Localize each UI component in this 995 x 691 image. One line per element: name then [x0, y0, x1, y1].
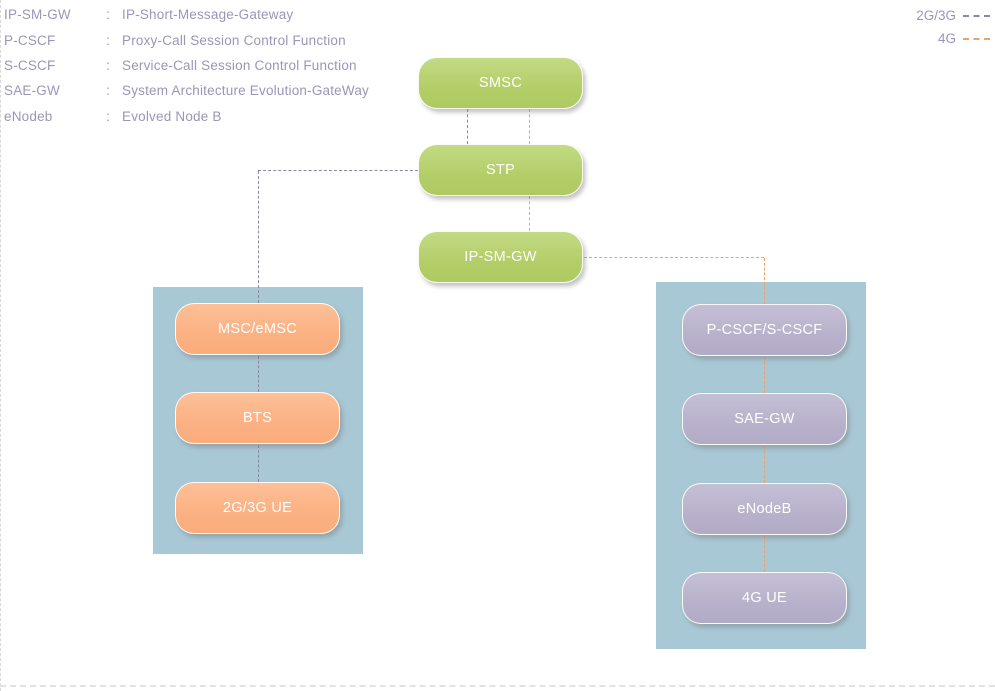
connector-stp-msc-horizontal	[258, 170, 418, 171]
legend-row: IP-SM-GW : IP-Short-Message-Gateway	[4, 2, 369, 27]
legend-separator: :	[106, 57, 110, 73]
legend-definition: Evolved Node B	[122, 108, 222, 124]
connector-cscf-saegw	[764, 357, 765, 393]
connector-bts-2g3gue	[258, 445, 259, 482]
line-legend-label: 2G/3G	[916, 8, 956, 23]
connector-smsc-stp-2g3g	[467, 109, 468, 144]
node-label: SMSC	[478, 75, 523, 91]
node-smsc: SMSC	[418, 57, 583, 109]
legend-separator: :	[106, 32, 110, 48]
node-2g3g-ue: 2G/3G UE	[175, 482, 340, 534]
legend-separator: :	[106, 7, 110, 23]
node-msc-emsc: MSC/eMSC	[175, 303, 340, 355]
node-pcscf-scscf: P-CSCF/S-CSCF	[682, 304, 847, 356]
node-label: P-CSCF/S-CSCF	[706, 322, 823, 338]
line-legend-row-2g3g: 2G/3G	[916, 4, 990, 27]
legend-row: S-CSCF : Service-Call Session Control Fu…	[4, 53, 369, 78]
legend-row: P-CSCF : Proxy-Call Session Control Func…	[4, 27, 369, 52]
abbreviation-legend: IP-SM-GW : IP-Short-Message-Gateway P-CS…	[4, 2, 369, 129]
node-label: BTS	[242, 410, 273, 426]
line-type-legend: 2G/3G 4G	[916, 4, 990, 50]
legend-row: eNodeb : Evolved Node B	[4, 104, 369, 129]
connector-msc-bts	[258, 356, 259, 392]
node-4g-ue: 4G UE	[682, 572, 847, 624]
node-label: SAE-GW	[734, 411, 795, 427]
page-edge-left	[0, 0, 1, 691]
connector-stp-ipsmgw-4g	[529, 196, 530, 231]
legend-abbr: SAE-GW	[4, 83, 60, 99]
node-label: IP-SM-GW	[464, 249, 537, 265]
connector-saegw-enodeb	[764, 446, 765, 483]
legend-definition: Service-Call Session Control Function	[122, 57, 357, 73]
node-ip-sm-gw: IP-SM-GW	[418, 231, 583, 283]
legend-abbr: IP-SM-GW	[4, 7, 71, 23]
legend-row: SAE-GW : System Architecture Evolution-G…	[4, 78, 369, 103]
connector-ipsmgw-cscf-vertical	[764, 258, 765, 304]
connector-ipsmgw-cscf-horizontal	[584, 257, 764, 258]
node-label: eNodeB	[737, 501, 792, 517]
node-stp: STP	[418, 144, 583, 196]
legend-abbr: P-CSCF	[4, 32, 56, 48]
dashed-line-sample-4g	[963, 37, 990, 40]
node-label: 2G/3G UE	[222, 500, 293, 516]
connector-enodeb-4gue	[764, 536, 765, 572]
legend-definition: System Architecture Evolution-GateWay	[122, 83, 369, 99]
line-legend-row-4g: 4G	[916, 27, 990, 50]
connector-stp-msc-vertical	[258, 171, 259, 303]
node-sae-gw: SAE-GW	[682, 393, 847, 445]
legend-separator: :	[106, 83, 110, 99]
node-label: STP	[485, 162, 516, 178]
line-legend-label: 4G	[937, 31, 956, 46]
node-label: MSC/eMSC	[218, 321, 297, 337]
node-enodeb: eNodeB	[682, 483, 847, 535]
legend-separator: :	[106, 108, 110, 124]
page-edge-bottom	[0, 685, 995, 687]
node-bts: BTS	[175, 392, 340, 444]
legend-abbr: S-CSCF	[4, 57, 56, 73]
legend-abbr: eNodeb	[4, 108, 53, 124]
legend-definition: Proxy-Call Session Control Function	[122, 32, 346, 48]
node-label: 4G UE	[741, 590, 787, 606]
dashed-line-sample-2g3g	[963, 14, 990, 17]
connector-smsc-stp-4g	[529, 109, 530, 144]
legend-definition: IP-Short-Message-Gateway	[122, 7, 294, 23]
